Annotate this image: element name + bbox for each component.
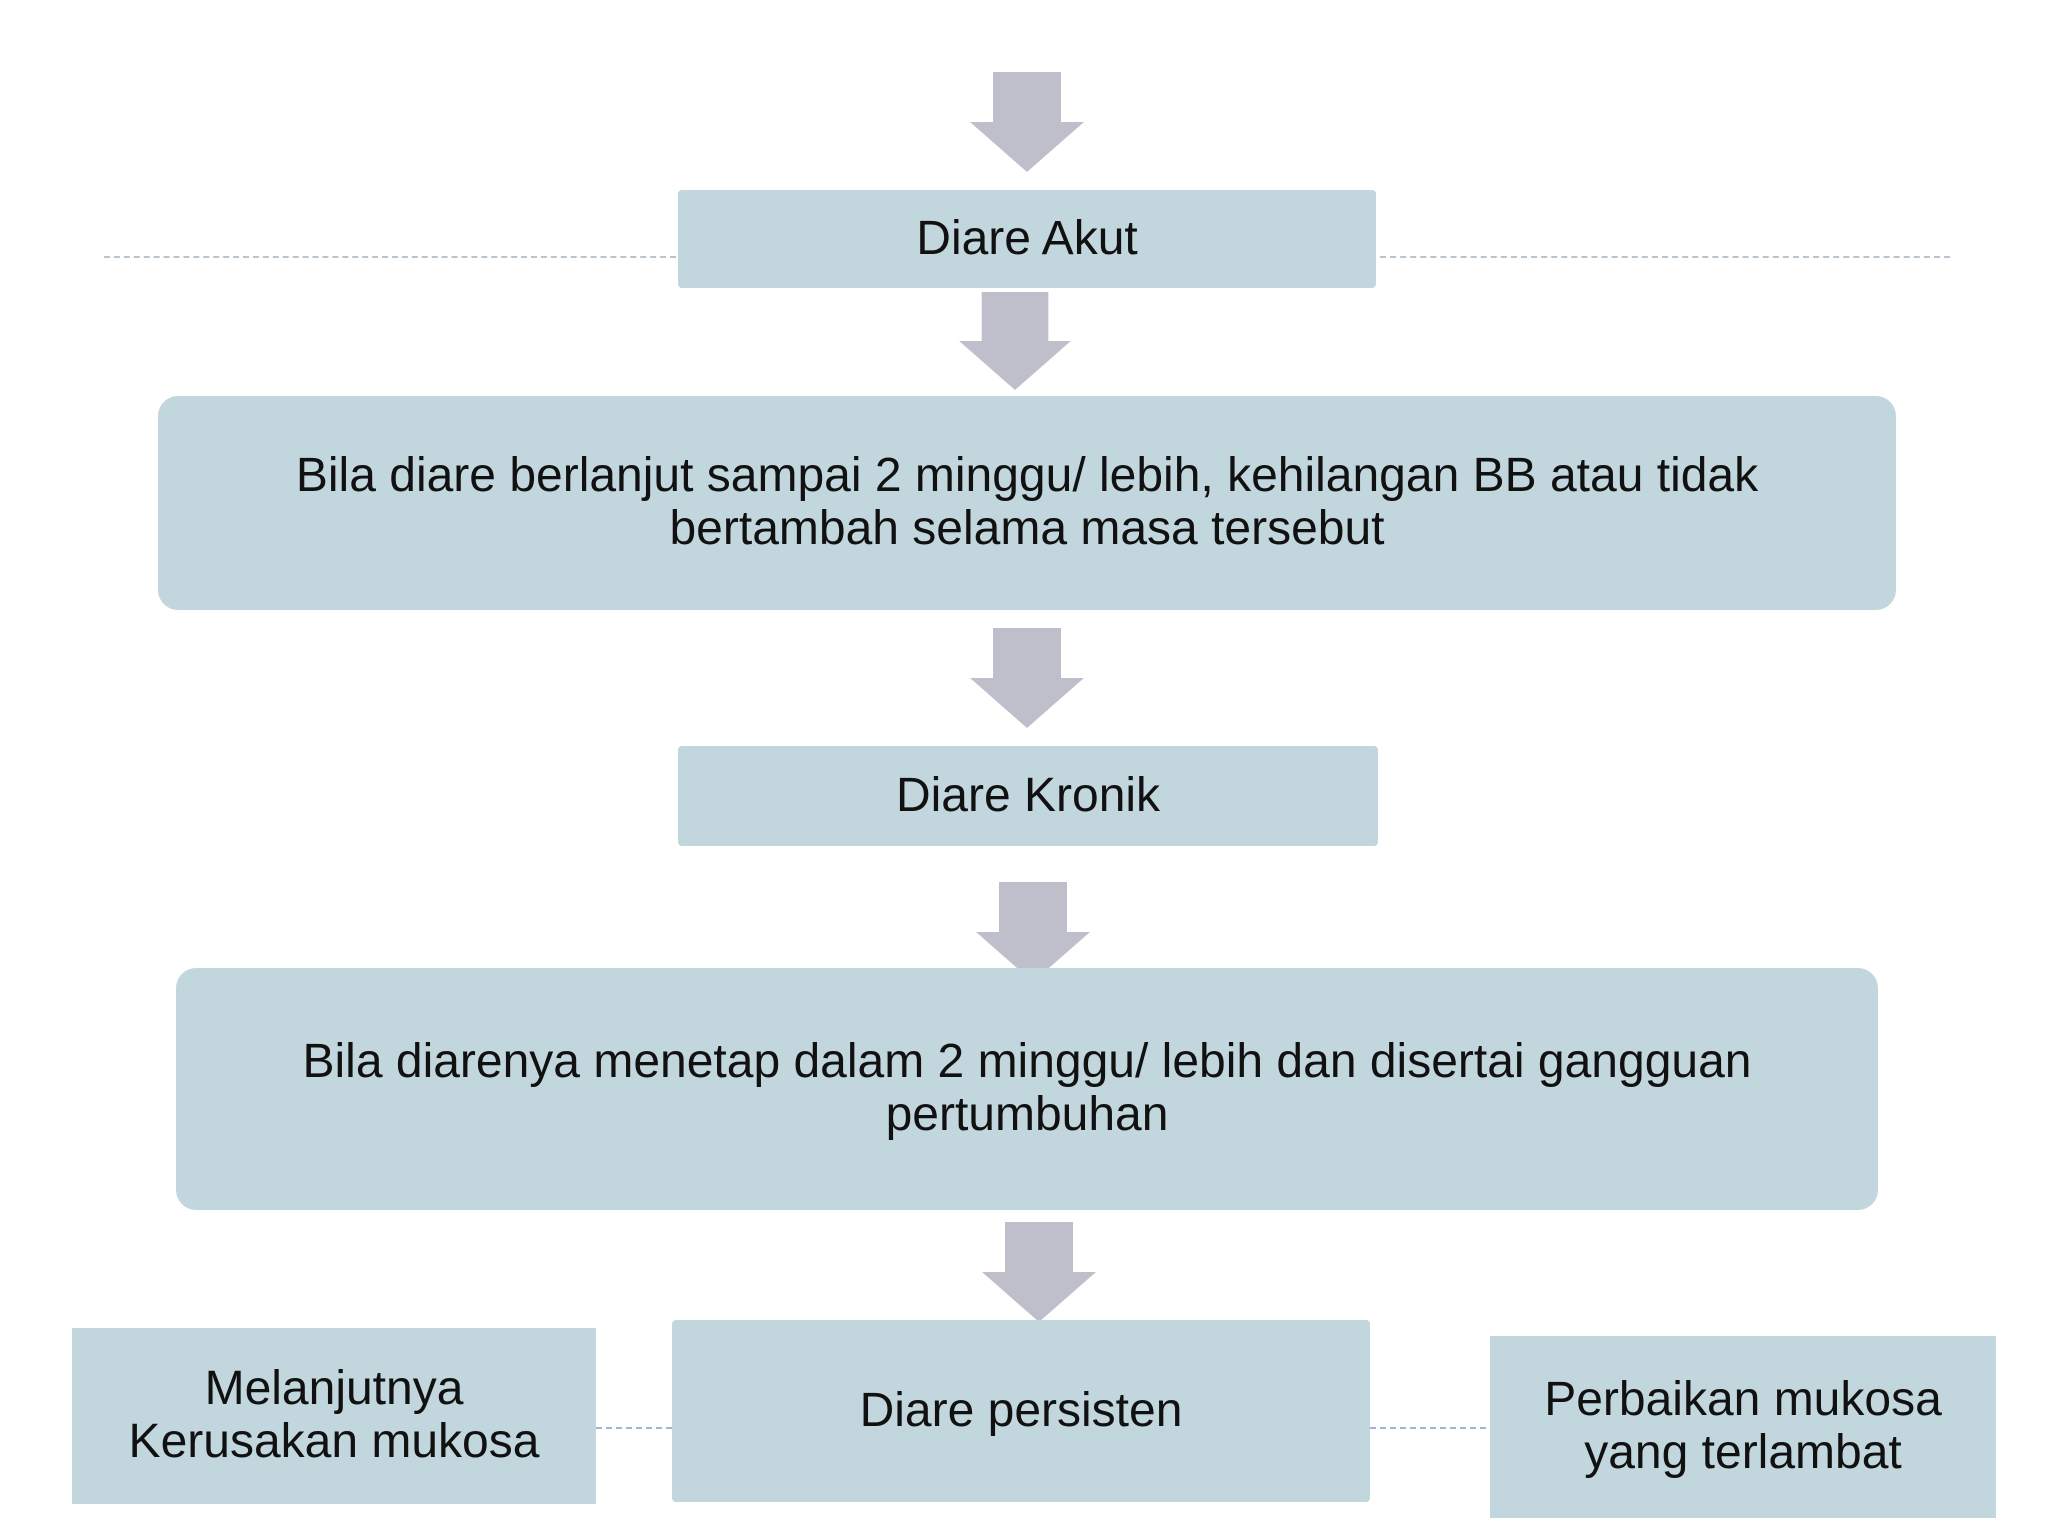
dashed-line-left-bottom <box>596 1427 672 1429</box>
node-condition-2-label: Bila diarenya menetap dalam 2 minggu/ le… <box>302 1035 1752 1141</box>
node-perbaikan-label: Perbaikan mukosa yang terlambat <box>1544 1373 1942 1479</box>
down-arrow-icon <box>976 882 1090 982</box>
node-condition-1-label: Bila diare berlanjut sampai 2 minggu/ le… <box>295 449 1759 555</box>
node-diare-kronik: Diare Kronik <box>678 746 1378 846</box>
node-melanjutnya-label: Melanjutnya Kerusakan mukosa <box>128 1362 540 1468</box>
down-arrow-icon <box>959 292 1071 390</box>
node-melanjutnya: Melanjutnya Kerusakan mukosa <box>72 1328 596 1504</box>
node-condition-1: Bila diare berlanjut sampai 2 minggu/ le… <box>158 396 1896 610</box>
node-diare-persisten: Diare persisten <box>672 1320 1370 1502</box>
node-perbaikan: Perbaikan mukosa yang terlambat <box>1490 1336 1996 1518</box>
dashed-line-right-bottom <box>1370 1427 1486 1429</box>
node-diare-akut-label: Diare Akut <box>916 211 1138 265</box>
node-condition-2: Bila diarenya menetap dalam 2 minggu/ le… <box>176 968 1878 1210</box>
dashed-line-left-top <box>104 256 676 258</box>
down-arrow-icon <box>970 72 1084 172</box>
down-arrow-icon <box>982 1222 1096 1322</box>
down-arrow-icon <box>970 628 1084 728</box>
dashed-line-right-top <box>1380 256 1950 258</box>
node-diare-akut: Diare Akut <box>678 190 1376 288</box>
node-diare-kronik-label: Diare Kronik <box>895 768 1161 822</box>
node-diare-persisten-label: Diare persisten <box>859 1383 1183 1437</box>
